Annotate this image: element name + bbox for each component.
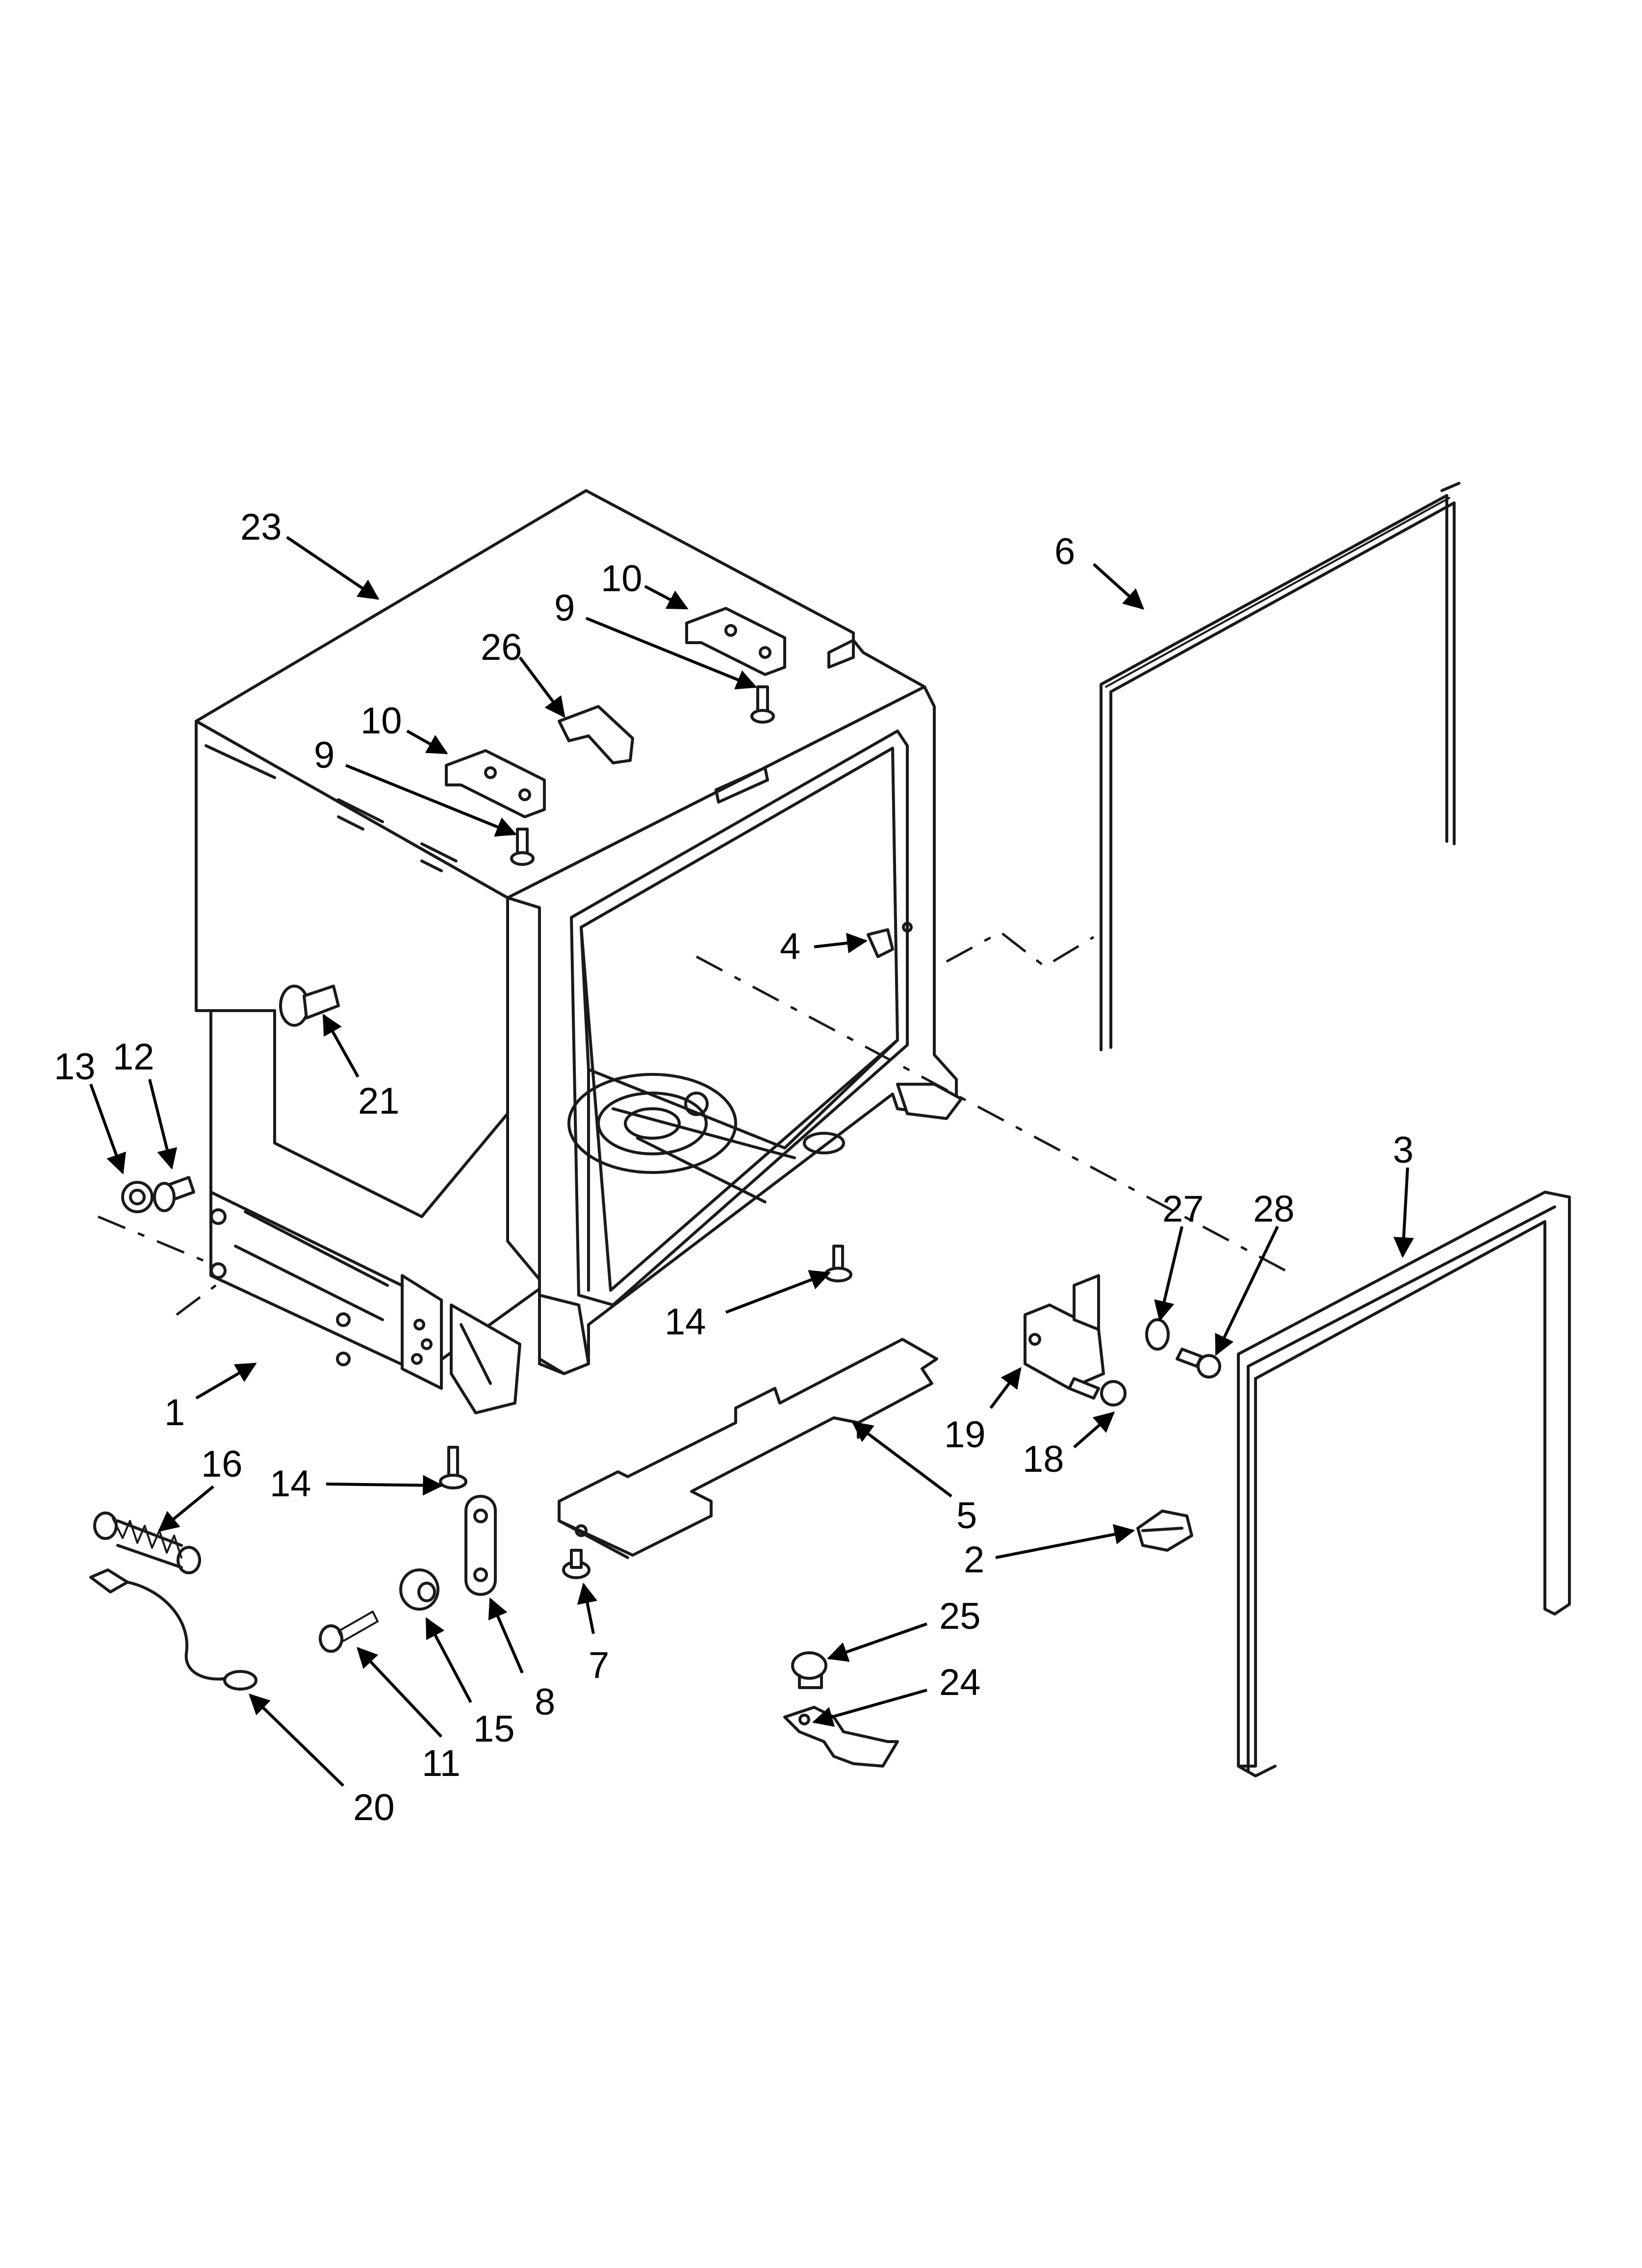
leader-lines [89,536,1414,1787]
bumper [279,985,340,1027]
callout-3: 3 [1393,1129,1413,1171]
callout-8: 8 [535,1681,555,1723]
callout-12: 12 [113,1036,154,1078]
sensor-25 [791,1651,827,1689]
screw-18 [1068,1377,1127,1407]
callout-10-lower: 10 [360,700,402,742]
screw-lower [510,828,535,866]
screw-28 [1176,1348,1221,1379]
base-panel-5 [558,1338,938,1559]
wheel-15 [399,1568,439,1611]
bracket-24 [783,1706,899,1768]
tub-assembly [195,489,963,1414]
callout-11: 11 [422,1743,461,1784]
callout-21: 21 [358,1080,400,1122]
bolt-11 [319,1611,379,1653]
link-8 [464,1495,497,1596]
callout-10-upper: 10 [601,558,642,600]
spring-16 [93,1512,201,1574]
alignment-line [176,1284,217,1316]
alignment-line [98,1215,216,1267]
hinge-bracket-lower [445,749,546,818]
plug [867,922,913,958]
hinge-bracket-upper [685,607,786,676]
callout-labels: 23 10 9 26 10 9 6 4 21 13 12 3 27 28 14 … [54,506,1413,1828]
washer-27 [1145,1318,1170,1351]
callout-1: 1 [164,1392,185,1434]
alignment-line [695,955,1296,1277]
screw-12 [153,1176,195,1212]
door-seal-3 [1237,1191,1571,1777]
callout-18: 18 [1023,1438,1064,1480]
screw-upper [750,685,775,724]
clip [558,705,634,764]
leveling-leg-upper [824,1245,852,1282]
callout-9-upper: 9 [554,587,575,629]
callout-15: 15 [473,1708,515,1750]
callout-13: 13 [54,1046,96,1088]
callout-23: 23 [240,506,282,548]
callout-2: 2 [964,1539,984,1581]
bracket-19 [1024,1274,1105,1390]
callout-4: 4 [780,926,800,967]
callout-14-lower: 14 [270,1463,311,1505]
callout-7: 7 [589,1644,609,1686]
callout-27: 27 [1162,1188,1204,1230]
alignment-line [946,931,1095,968]
door-gasket-6 [1100,482,1461,1051]
callout-25: 25 [939,1595,981,1637]
callout-24: 24 [939,1662,981,1703]
callout-19: 19 [944,1414,986,1456]
leveling-leg-lower [439,1446,467,1489]
pushpin-7 [562,1549,590,1579]
callout-9-lower: 9 [314,734,334,776]
clip-2 [1136,1510,1193,1552]
callout-28: 28 [1253,1188,1295,1230]
callout-16: 16 [201,1443,243,1485]
callout-14-upper: 14 [665,1301,706,1343]
callout-26: 26 [481,626,522,668]
nut-13 [121,1181,154,1213]
callout-6: 6 [1054,531,1075,573]
callout-5: 5 [956,1495,977,1537]
callout-20: 20 [353,1787,395,1828]
cable-20 [89,1568,257,1691]
